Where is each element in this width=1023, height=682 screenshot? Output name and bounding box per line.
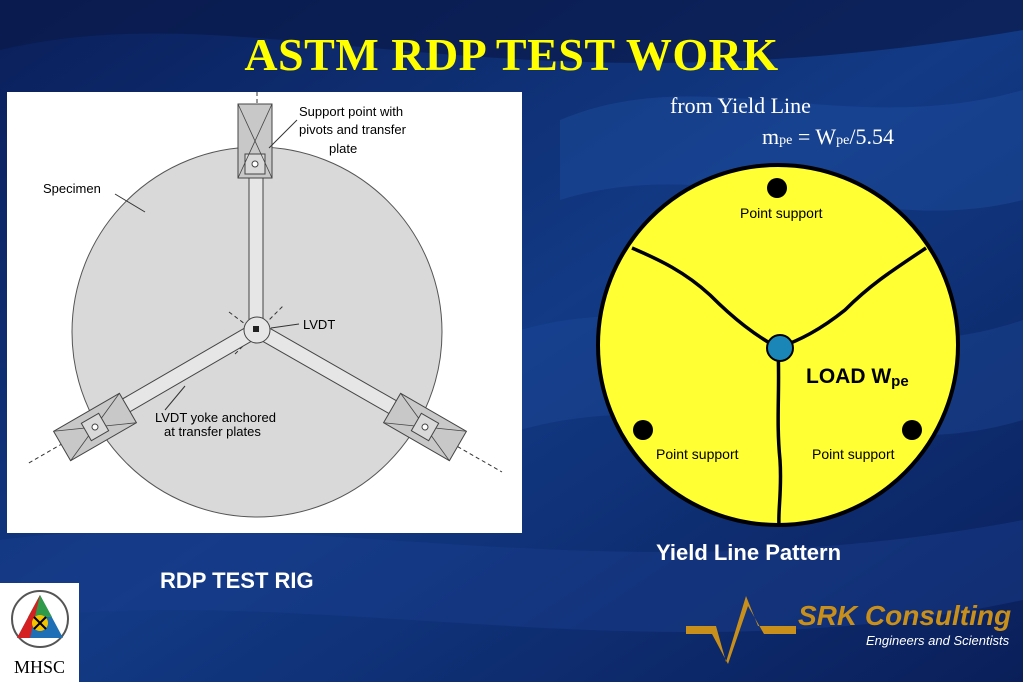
point-support-right-dot (902, 420, 922, 440)
mhsc-logo-text: MHSC (13, 657, 66, 677)
label-support-line-2: pivots and transfer (299, 122, 407, 137)
label-yoke-line-1: LVDT yoke anchored (155, 410, 276, 425)
slide-title: ASTM RDP TEST WORK (244, 29, 779, 80)
yield-line-formula: mpe = Wpe/5.54 (762, 124, 894, 150)
rdp-test-rig-diagram: Support point with pivots and transfer p… (26, 92, 503, 518)
rig-caption: RDP TEST RIG (160, 568, 314, 593)
label-specimen: Specimen (43, 181, 101, 196)
formula-w-subscript: pe (836, 133, 850, 148)
yield-line-diagram: Point support Point support Point suppor… (596, 163, 960, 527)
leader-yoke (164, 385, 186, 411)
yield-line-from-text: from Yield Line (670, 93, 811, 118)
srk-logo-tagline: Engineers and Scientists (866, 633, 1010, 648)
formula-m: m (762, 124, 780, 149)
label-load: LOAD Wpe (806, 365, 909, 390)
label-point-support-right: Point support (812, 446, 895, 462)
label-yoke-line-2: at transfer plates (164, 424, 261, 439)
label-point-support-left: Point support (656, 446, 739, 462)
srk-logo-name: SRK Consulting (798, 600, 1012, 631)
yield-line-caption: Yield Line Pattern (656, 540, 842, 565)
support-plate-left (52, 392, 138, 462)
formula-equals-w: = W (792, 124, 837, 149)
yoke-arm-top (248, 161, 264, 323)
lvdt-sensor (253, 326, 259, 332)
rdp-test-rig-panel: Support point with pivots and transfer p… (7, 92, 522, 533)
formula-divisor: /5.54 (849, 124, 894, 149)
point-support-top-dot (767, 178, 787, 198)
support-pivot-top-pin (251, 160, 259, 168)
mhsc-emblem (11, 590, 69, 648)
yield-line-right (777, 246, 927, 350)
label-lvdt: LVDT (303, 317, 335, 332)
yield-line-left (631, 246, 779, 350)
label-support-line-3: plate (329, 141, 357, 156)
dash-cross-2 (234, 305, 284, 355)
label-point-support-top: Point support (740, 205, 823, 221)
srk-logo-mark (686, 596, 796, 664)
formula-pe-subscript: pe (779, 133, 793, 148)
mhsc-logo: MHSC (0, 583, 79, 682)
leader-support (268, 119, 298, 149)
load-center-point (766, 334, 794, 362)
label-support-line-1: Support point with (299, 104, 403, 119)
label-load-subscript: pe (891, 373, 909, 390)
support-plate-right (382, 392, 468, 462)
label-load-main: LOAD W (806, 365, 891, 388)
point-support-left-dot (633, 420, 653, 440)
leader-specimen (114, 193, 146, 213)
yield-line-bottom (776, 347, 783, 526)
leader-lvdt (270, 323, 300, 329)
support-plate-top-diag-2 (237, 103, 273, 179)
